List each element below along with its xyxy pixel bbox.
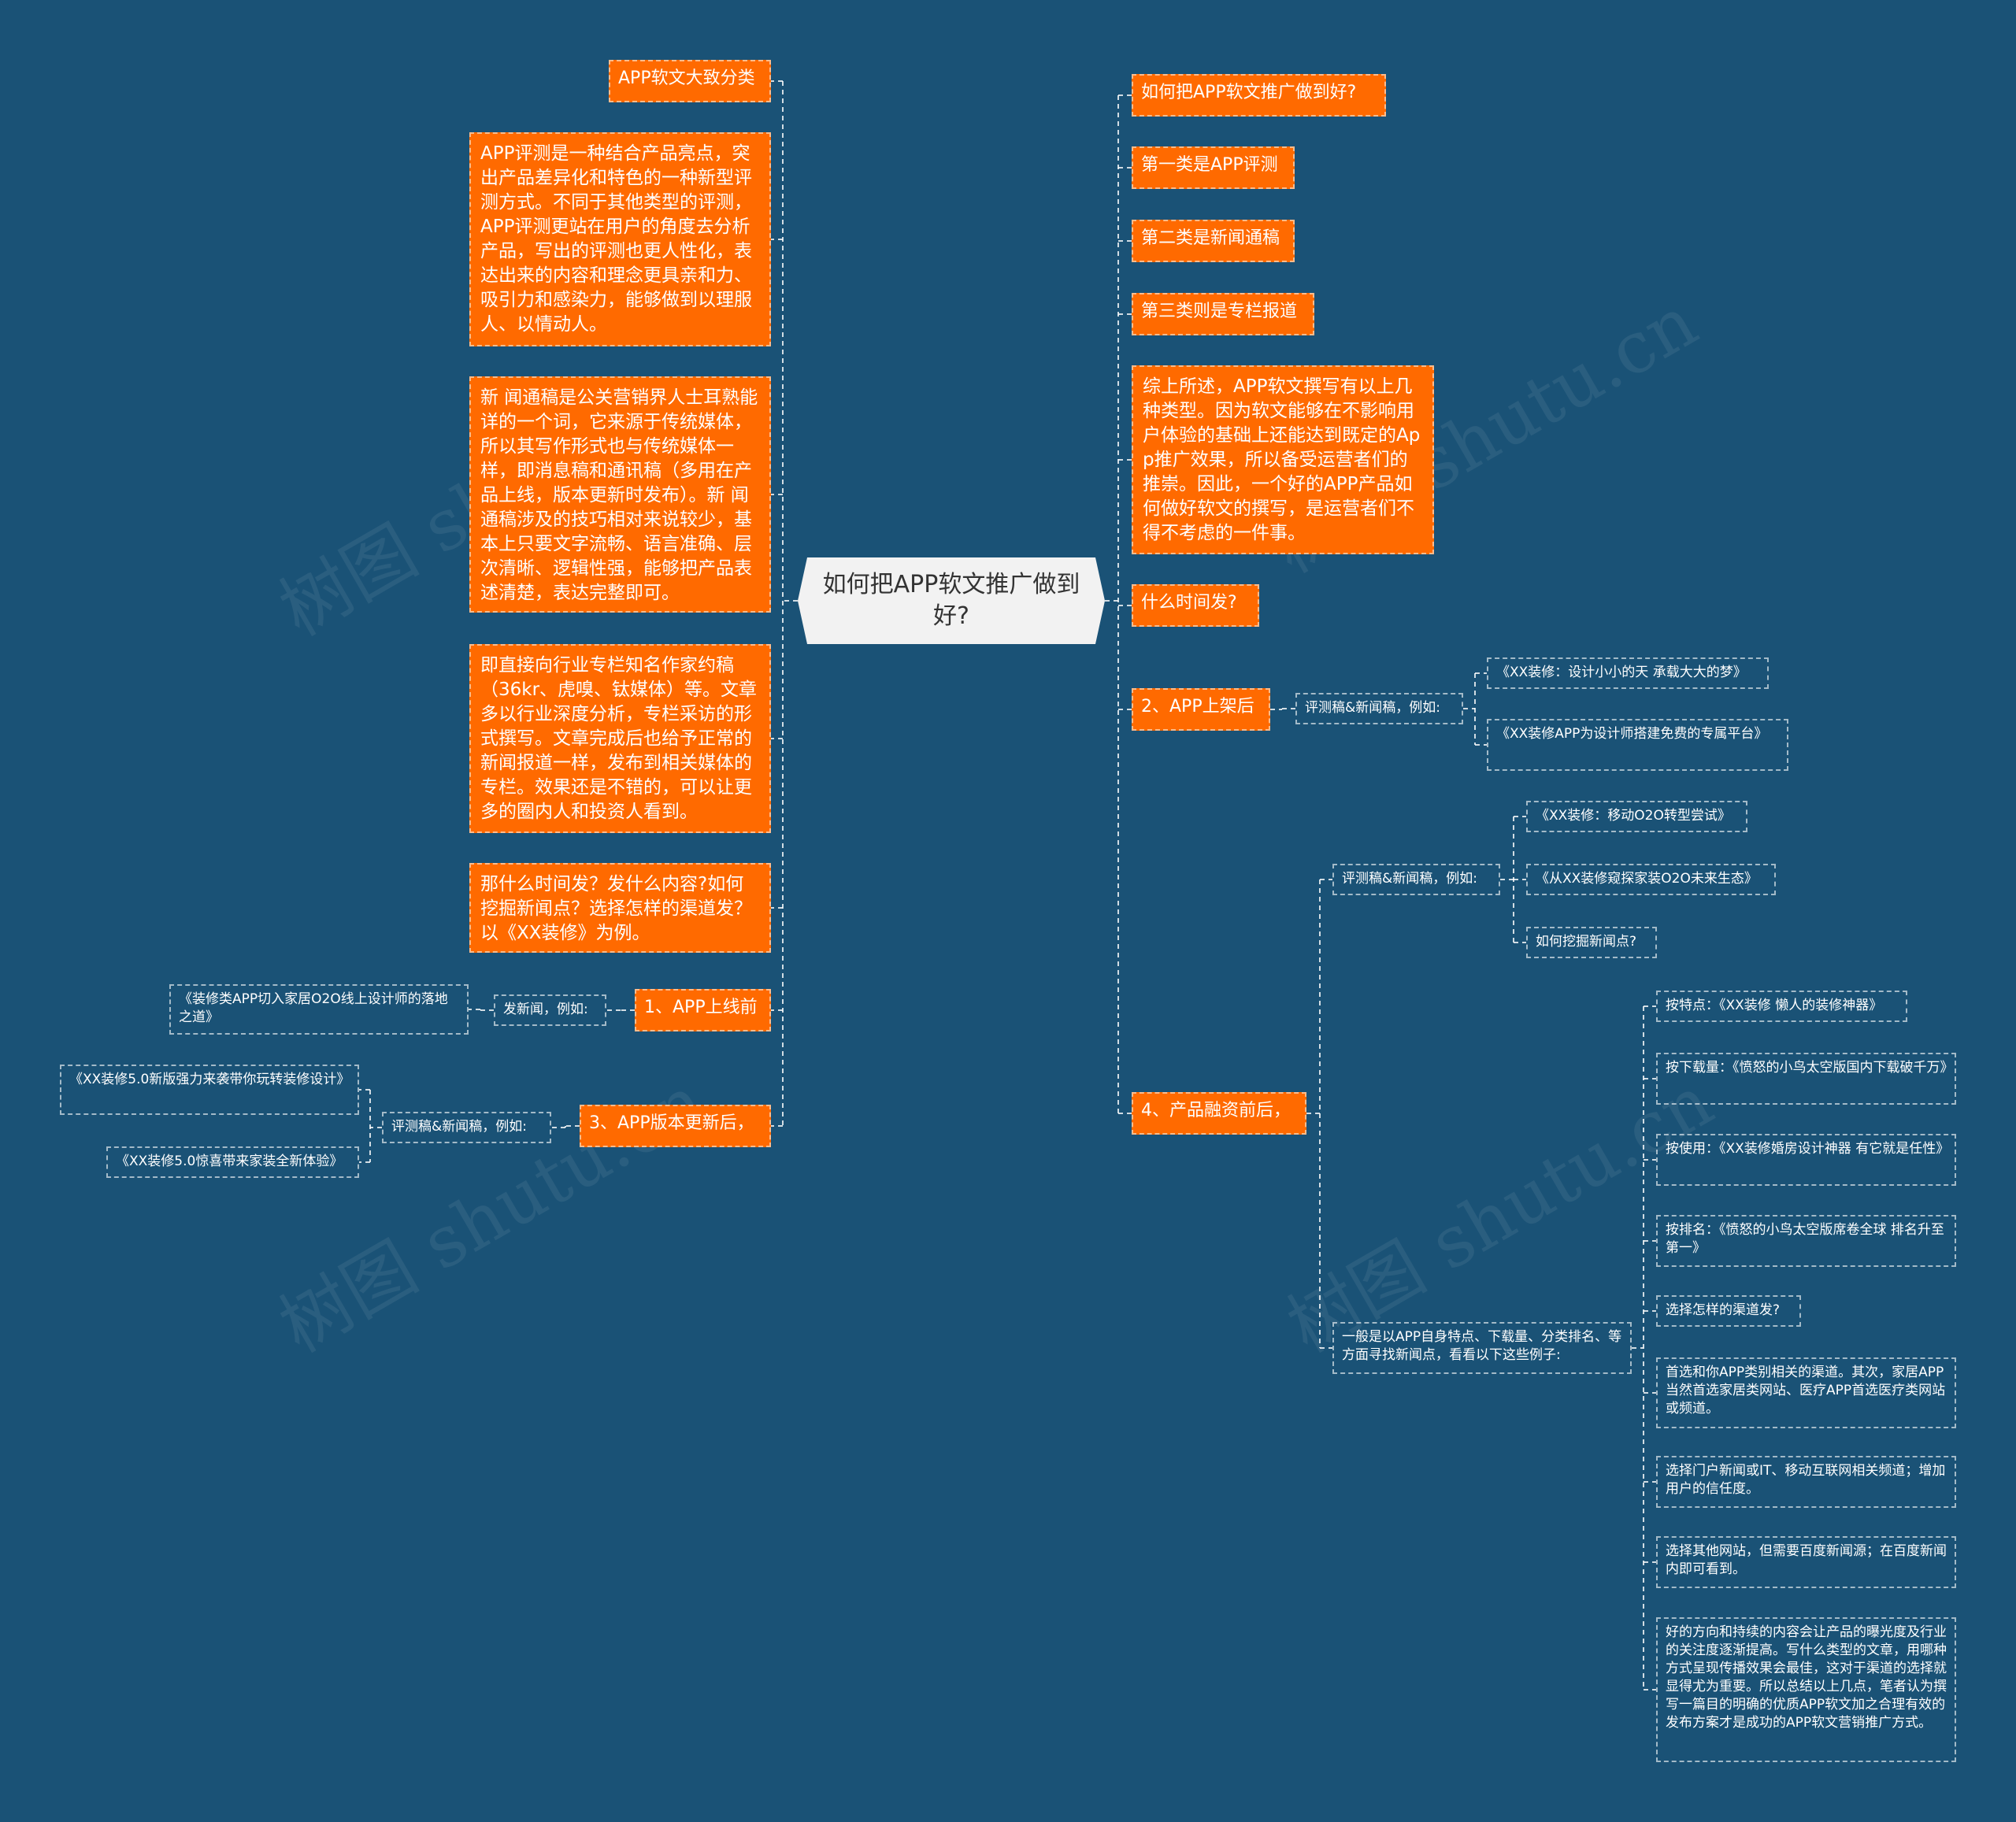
topic-funding[interactable]: 4、产品融资前后， [1132, 1092, 1306, 1135]
topic-question[interactable]: 如何把APP软文推广做到好? [1132, 74, 1386, 117]
pre-launch-example[interactable]: 《装修类APP切入家居O2O线上设计师的落地之道》 [169, 984, 469, 1035]
funding-example[interactable]: 如何挖掘新闻点? [1526, 927, 1657, 958]
topic-when-question[interactable]: 那什么时间发？发什么内容?如何挖掘新闻点？选择怎样的渠道发？以《XX装修》为例。 [469, 863, 771, 953]
topic-summary[interactable]: 综上所述，APP软文撰写有以上几种类型。因为软文能够在不影响用户体验的基础上还能… [1132, 365, 1434, 554]
topic-type-review[interactable]: 第一类是APP评测 [1132, 146, 1295, 189]
funding-sub-news[interactable]: 评测稿&新闻稿，例如: [1332, 864, 1500, 895]
funding-detail[interactable]: 按使用：《XX装修婚房设计神器 有它就是任性》 [1656, 1134, 1956, 1186]
funding-example[interactable]: 《从XX装修窥探家装O2O未来生态》 [1526, 864, 1776, 895]
topic-pre-launch[interactable]: 1、APP上线前 [635, 989, 771, 1031]
launch-example[interactable]: 《XX装修APP为设计师搭建免费的专属平台》 [1487, 719, 1788, 771]
topic-type-news[interactable]: 第二类是新闻通稿 [1132, 220, 1295, 262]
topic-type-column[interactable]: 第三类则是专栏报道 [1132, 293, 1314, 335]
funding-sub-angles[interactable]: 一般是以APP自身特点、下载量、分类排名、等方面寻找新闻点，看看以下这些例子: [1332, 1322, 1632, 1374]
topic-when[interactable]: 什么时间发? [1132, 584, 1259, 627]
launch-example[interactable]: 《XX装修：设计小小的天 承载大大的梦》 [1487, 657, 1769, 689]
launch-sub[interactable]: 评测稿&新闻稿，例如: [1295, 693, 1463, 724]
funding-detail[interactable]: 选择门户新闻或IT、移动互联网相关频道；增加用户的信任度。 [1656, 1456, 1956, 1508]
topic-column-desc[interactable]: 即直接向行业专栏知名作家约稿（36kr、虎嗅、钛媒体）等。文章多以行业深度分析，… [469, 644, 771, 833]
root-topic[interactable]: 如何把APP软文推广做到好? [798, 557, 1105, 644]
funding-detail[interactable]: 按特点：《XX装修 懒人的装修神器》 [1656, 991, 1907, 1022]
pre-launch-sub[interactable]: 发新闻，例如: [494, 994, 606, 1026]
funding-detail[interactable]: 好的方向和持续的内容会让产品的曝光度及行业的关注度逐渐提高。写什么类型的文章，用… [1656, 1617, 1956, 1762]
topic-version-update[interactable]: 3、APP版本更新后， [580, 1105, 771, 1147]
funding-detail[interactable]: 选择其他网站，但需要百度新闻源；在百度新闻内即可看到。 [1656, 1536, 1956, 1588]
funding-detail[interactable]: 选择怎样的渠道发? [1656, 1295, 1801, 1327]
topic-review-desc[interactable]: APP评测是一种结合产品亮点，突出产品差异化和特色的一种新型评测方式。不同于其他… [469, 132, 771, 346]
funding-detail[interactable]: 按下载量：《愤怒的小鸟太空版国内下载破千万》 [1656, 1053, 1956, 1105]
funding-example[interactable]: 《XX装修：移动O2O转型尝试》 [1526, 801, 1747, 832]
version-update-sub[interactable]: 评测稿&新闻稿，例如: [382, 1112, 551, 1143]
topic-launch[interactable]: 2、APP上架后 [1132, 688, 1270, 731]
topic-news-desc[interactable]: 新 闻通稿是公关营销界人士耳熟能详的一个词，它来源于传统媒体，所以其写作形式也与… [469, 376, 771, 613]
funding-detail[interactable]: 按排名：《愤怒的小鸟太空版席卷全球 排名升至第一》 [1656, 1215, 1956, 1267]
version-example[interactable]: 《XX装修5.0惊喜带来家装全新体验》 [106, 1146, 359, 1178]
topic-category[interactable]: APP软文大致分类 [609, 60, 771, 102]
version-example[interactable]: 《XX装修5.0新版强力来袭带你玩转装修设计》 [60, 1065, 359, 1115]
funding-detail[interactable]: 首选和你APP类别相关的渠道。其次，家居APP当然首选家居类网站、医疗APP首选… [1656, 1357, 1956, 1428]
